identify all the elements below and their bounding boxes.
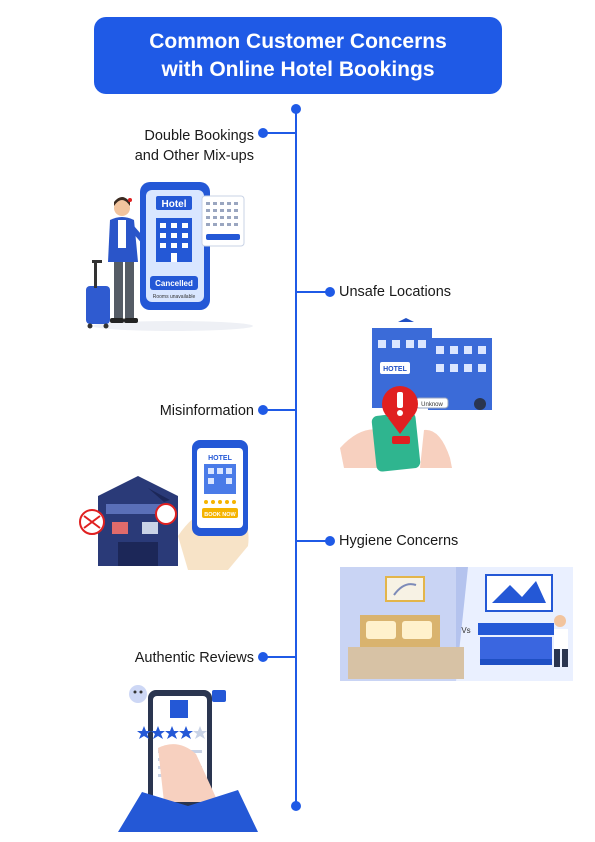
authentic-reviews-label: Authentic Reviews (134, 650, 254, 666)
double-booking-illustration: Hotel Cancelled Rooms unavailable (86, 182, 253, 331)
timeline-start-dot (291, 104, 301, 114)
misinformation-hotel-text: HOTEL (208, 455, 232, 462)
unsafe-locations-connector (296, 291, 327, 293)
double-booking-status-text: Cancelled (155, 279, 193, 288)
misinformation-connector (263, 409, 296, 411)
double-bookings-label: Double Bookings and Other Mix-ups (134, 128, 254, 164)
reviews-illustration (118, 685, 258, 832)
unsafe-locations-label: Unsafe Locations (339, 284, 452, 300)
hygiene-label: Hygiene Concerns (339, 533, 459, 549)
misinformation-label: Misinformation (159, 403, 254, 419)
misinformation-book-now: BOOK NOW (204, 512, 236, 518)
double-booking-hotel-text: Hotel (162, 199, 187, 210)
double-bookings-connector (263, 132, 296, 134)
double-booking-note-text: Rooms unavailable (153, 294, 196, 300)
title-line-1: Common Customer Concerns (149, 29, 447, 53)
authentic-reviews-connector (263, 656, 296, 658)
unsafe-hotel-sign: HOTEL (383, 366, 407, 373)
timeline-end-dot (291, 801, 301, 811)
unsafe-location-illustration: HOTEL Unknow (340, 318, 492, 472)
unsafe-locations-dot (325, 287, 335, 297)
page-title: Common Customer Concerns with Online Hot… (94, 17, 502, 94)
hygiene-connector (296, 540, 327, 542)
title-line-2: with Online Hotel Bookings (161, 57, 435, 81)
hygiene-vs-text: Vs (461, 626, 470, 635)
hygiene-illustration: Vs (340, 567, 573, 681)
hygiene-dot (325, 536, 335, 546)
misinformation-illustration: HOTEL BOOK NOW (79, 440, 249, 570)
timeline-line (295, 109, 297, 806)
unsafe-unknown-sign: Unknow (421, 402, 443, 408)
